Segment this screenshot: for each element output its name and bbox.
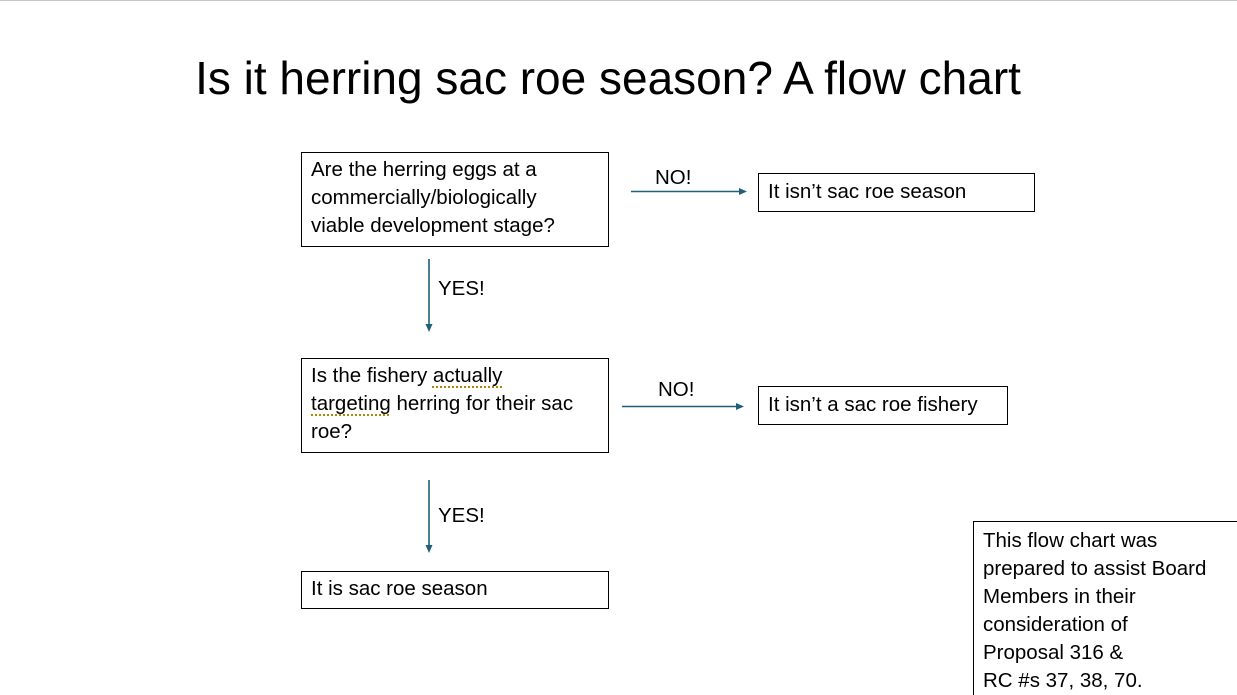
page-title: Is it herring sac roe season? A flow cha… — [195, 52, 1021, 104]
q2-yes-label: YES! — [438, 504, 485, 527]
question-2-text: Is the fishery — [311, 364, 433, 387]
question-1-box: Are the herring eggs at a commercially/b… — [301, 152, 609, 247]
question-2-line: roe? — [311, 420, 353, 443]
note-line: RC #s 37, 38, 70. — [983, 669, 1143, 692]
q2-no-result-box: It isn’t a sac roe fishery — [758, 386, 1008, 425]
question-2-line: targeting herring for their sac — [311, 390, 608, 418]
spellcheck-word: actually — [432, 364, 503, 387]
arrow-q2-yes — [425, 480, 433, 553]
question-1-line: viable development stage? — [311, 214, 555, 237]
question-2-line: Is the fishery actually — [311, 362, 608, 390]
final-result-text: It is sac roe season — [311, 577, 488, 600]
question-2-text: herring for their sac — [390, 392, 574, 415]
q2-no-label: NO! — [658, 378, 695, 401]
note-line: consideration of — [983, 613, 1128, 636]
q1-no-label: NO! — [655, 166, 692, 189]
q2-no-result-text: It isn’t a sac roe fishery — [768, 393, 978, 416]
arrowhead — [425, 545, 433, 553]
top-rule — [0, 0, 1237, 1]
final-result-box: It is sac roe season — [301, 571, 609, 609]
arrow-q2-no — [622, 403, 744, 410]
note-line: Members in their — [983, 585, 1136, 608]
q1-yes-label: YES! — [438, 277, 485, 300]
arrow-q1-no — [631, 188, 747, 195]
arrow-q1-yes — [425, 259, 433, 332]
note-box: This flow chart was prepared to assist B… — [973, 521, 1237, 695]
spellcheck-word: targeting — [311, 392, 391, 415]
question-1-line: Are the herring eggs at a — [311, 158, 537, 181]
arrowhead — [425, 324, 433, 332]
note-line: Proposal 316 & — [983, 641, 1124, 664]
note-line: prepared to assist Board — [983, 557, 1207, 580]
q1-no-result-text: It isn’t sac roe season — [768, 180, 967, 203]
arrowhead — [736, 403, 744, 410]
question-1-line: commercially/biologically — [311, 186, 537, 209]
q1-no-result-box: It isn’t sac roe season — [758, 173, 1035, 212]
note-line: This flow chart was — [983, 529, 1158, 552]
question-2-box: Is the fishery actually targeting herrin… — [301, 358, 609, 453]
arrowhead — [739, 188, 747, 195]
